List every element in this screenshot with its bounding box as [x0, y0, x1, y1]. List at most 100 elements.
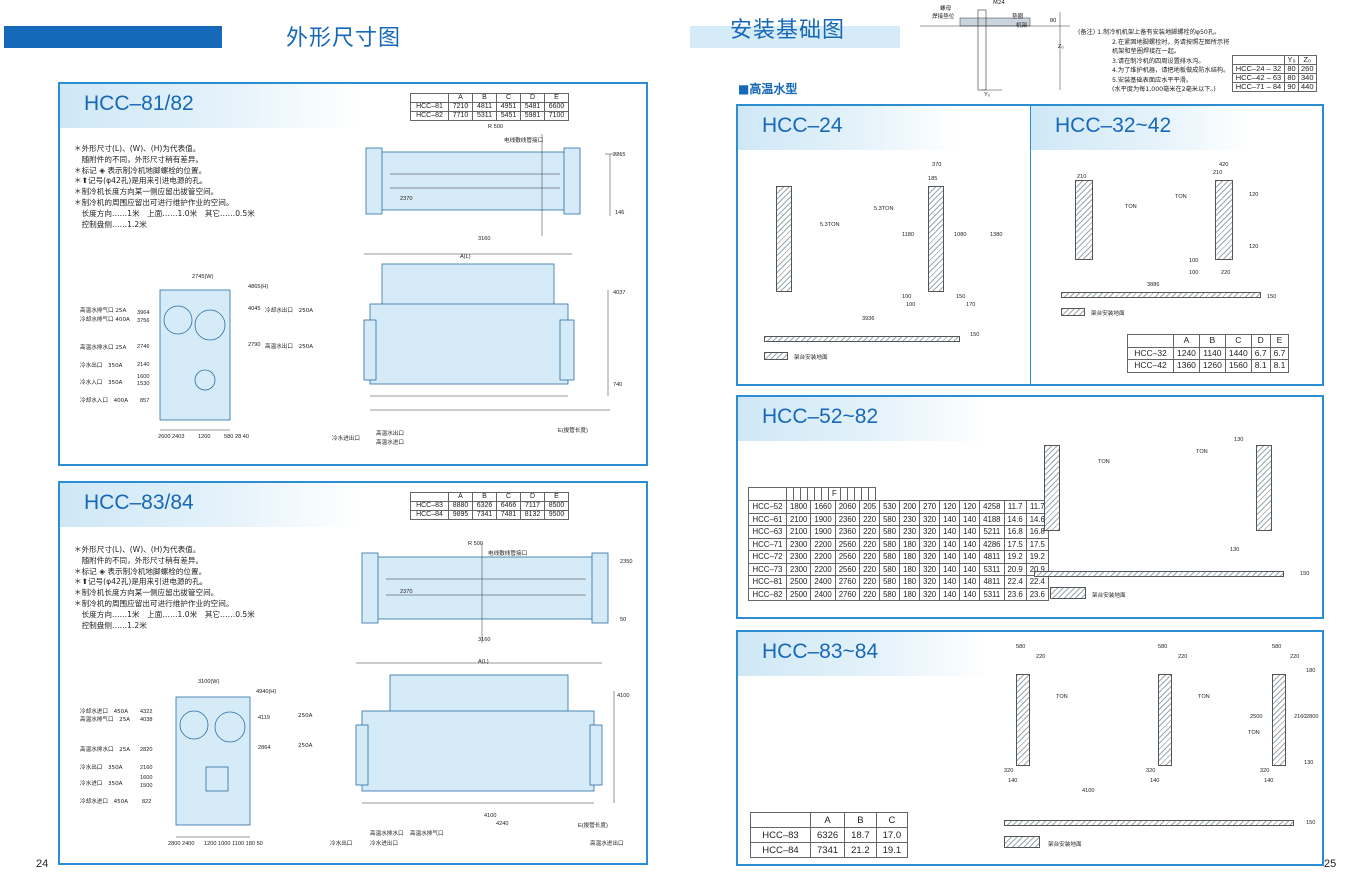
table-header: E: [544, 492, 569, 502]
table-cell: HCC–61: [748, 512, 787, 526]
dim-label: 4045: [248, 306, 261, 312]
port-label: 冷水进口 350A: [80, 781, 123, 787]
table-cell: 5311: [472, 111, 497, 121]
table-cell: HCC–72: [748, 550, 787, 564]
table-cell: 18.7: [844, 827, 877, 843]
hcc52-table: F: [748, 487, 876, 501]
table-cell: 8500: [544, 501, 569, 511]
legend-swatch: [1061, 308, 1085, 316]
table-cell: 2100: [785, 525, 812, 539]
port-label: 冷水入口 350A: [80, 380, 123, 386]
bottom-dims: 2600 2403 1200 580 28 40: [158, 434, 249, 440]
dim-label: 2370: [400, 196, 413, 202]
right-page-number: 25: [1324, 858, 1337, 870]
dim-label: 1180: [902, 232, 915, 238]
table-cell: 580: [879, 512, 901, 526]
chiller-top-view-drawing: [365, 134, 622, 236]
port-label: 冷却水排气口 400A: [80, 317, 130, 323]
panel-hcc-83-84-foundation: HCC–83~84 TON TON TON 580 220 580 220 58…: [736, 630, 1324, 866]
table-cell: 7100: [544, 111, 569, 121]
table-cell: 140: [939, 537, 961, 551]
port-label: 高温水排气口 25A: [80, 717, 131, 723]
table-cell: 220: [859, 512, 881, 526]
notes-block: ＊外形尺寸(L)、(W)、(H)为代表值。 随附件的不同，外形尺寸稍有差异。 ＊…: [74, 144, 255, 230]
table-cell: 19.2: [1025, 550, 1049, 564]
hcc83-table: A B C HCC–83 6326 18.7 17.0 HCC–84 7341 …: [750, 812, 909, 858]
port-label: 高温水排水口 25A: [80, 345, 127, 351]
panel-title: HCC–32~42: [1055, 114, 1172, 137]
table-cell: 5211: [979, 525, 1005, 539]
dim-label: Z₀: [1058, 44, 1064, 50]
table-cell: 8132: [520, 510, 545, 520]
table-cell: 6.7: [1269, 346, 1290, 360]
ton-label: TON: [1248, 730, 1260, 736]
table-cell: 580: [879, 550, 901, 564]
table-cell: HCC–42: [1127, 359, 1174, 373]
table-cell: 2100: [785, 512, 812, 526]
table-cell: 180: [899, 550, 921, 564]
table-cell: 8880: [448, 501, 473, 511]
foundation-block: [1016, 674, 1030, 766]
table-cell: 9895: [448, 510, 473, 520]
table-cell: 20.9: [1003, 562, 1027, 576]
table-cell: 22.4: [1003, 575, 1027, 589]
table-cell: HCC–84: [750, 842, 811, 858]
table-cell: 2560: [834, 550, 861, 564]
remark-line: 2.在紧固地脚螺栓时，务请按照左图所示将: [1112, 38, 1230, 46]
port-label: 高温水出口: [376, 431, 404, 437]
table-row: HCC–84 7341 21.2 19.1: [750, 842, 909, 858]
panel-hcc-32-42: HCC–32~42 TON TON 420 210 210 120 120 10…: [1030, 104, 1324, 386]
foundation-block: [776, 186, 792, 292]
table-cell: 6600: [544, 102, 569, 112]
bolt-size-label: M24: [993, 0, 1005, 6]
dim-label: 4037: [613, 290, 626, 296]
dim-label: 220: [1178, 654, 1188, 660]
dim-label: 4038: [140, 717, 153, 723]
remark-line: (备注) 1.制冷机机架上备有安装地脚螺栓的φ50孔。: [1078, 29, 1221, 36]
length-label: A(L): [478, 659, 489, 665]
dim-label: 4100: [484, 813, 497, 819]
table-header: C: [496, 492, 521, 502]
dim-label: 4240: [496, 821, 509, 827]
dim-label: 320: [1146, 768, 1156, 774]
table-cell: 180: [899, 575, 921, 589]
table-cell: 180: [899, 562, 921, 576]
table-cell: 1560: [1224, 359, 1252, 373]
table-cell: 140: [959, 562, 981, 576]
foundation-block: [1158, 674, 1172, 766]
table-cell: HCC–81: [410, 102, 449, 112]
table-cell: 8.1: [1250, 359, 1271, 373]
legend-swatch: [1050, 587, 1086, 599]
table-cell: 2360: [834, 512, 861, 526]
dim-label: 740: [613, 382, 623, 388]
table-cell: 17.0: [875, 827, 909, 843]
width-label: 3100(W): [198, 679, 220, 685]
table-cell: 1360: [1173, 359, 1200, 373]
table-cell: HCC–52: [748, 500, 787, 514]
dim-label: 2820: [140, 747, 153, 753]
table-cell: 220: [859, 550, 881, 564]
table-header: A: [809, 812, 846, 828]
port-label: 冷却水出口 250A: [265, 308, 314, 314]
dim-label: 130: [1234, 437, 1244, 443]
table-header: B: [844, 812, 877, 828]
table-cell: 230: [899, 512, 921, 526]
table-row: HCC–71 – 84 90 440: [1232, 82, 1317, 92]
table-cell: 5981: [520, 111, 545, 121]
table-cell: 7341: [472, 510, 497, 520]
ground-line: [1004, 820, 1294, 826]
table-cell: HCC–73: [748, 562, 787, 576]
dim-label: 3936: [862, 316, 875, 322]
dim-label: 580: [1158, 644, 1168, 650]
note-line: 长度方向……1米 上面……1.0米 其它……0.5米: [74, 609, 255, 619]
bottom-dims: 2800 2400 1200 1000 1100 180 50: [168, 841, 263, 847]
dimension-table: A B C D E HCC–81 7210 4811 4951 5481 660…: [410, 93, 569, 121]
remark-line: 机架和垫圈焊接在一起。: [1112, 48, 1181, 55]
dim-label: 370: [932, 162, 942, 168]
panel-title: HCC–52~82: [762, 405, 879, 428]
table-cell: 1440: [1224, 346, 1252, 360]
port-label: 冷却水入口 400A: [80, 398, 129, 404]
